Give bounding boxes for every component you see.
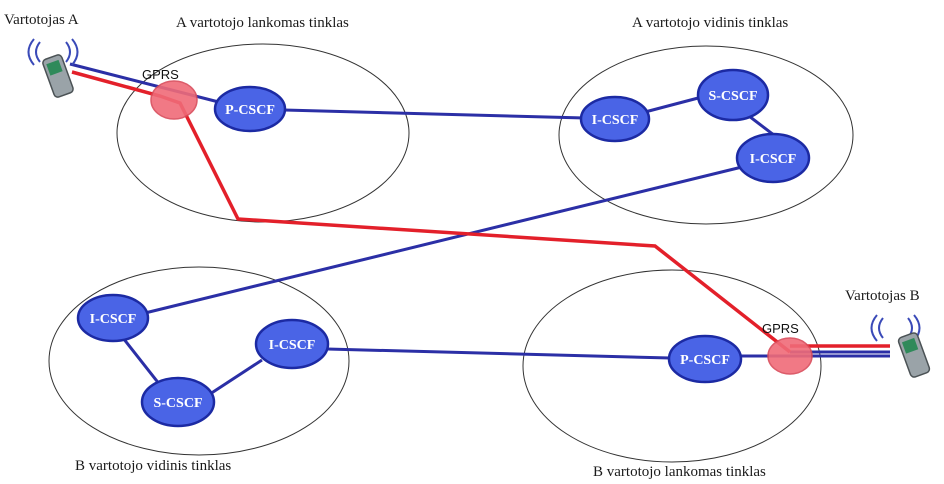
node-a-pcscf: P-CSCF bbox=[213, 85, 287, 133]
link-b-scscf-to-b-icscf2 bbox=[209, 358, 263, 396]
gprs-a-label: GPRS bbox=[142, 67, 179, 82]
signaling-links bbox=[69, 62, 890, 396]
link-a-pcscf-to-a-icscf bbox=[283, 108, 586, 120]
gprs-b-label: GPRS bbox=[762, 321, 799, 336]
media-path bbox=[71, 70, 792, 354]
node-a-scscf: S-CSCF bbox=[696, 68, 770, 122]
label-user-a: Vartotojas A bbox=[4, 12, 79, 28]
node-b-scscf-label: S-CSCF bbox=[153, 396, 202, 411]
link-b-icscf-to-b-scscf bbox=[121, 337, 162, 386]
gprs-b-node bbox=[767, 337, 813, 375]
node-a-scscf-label: S-CSCF bbox=[708, 89, 757, 104]
node-a-icscf-1-label: I-CSCF bbox=[592, 113, 639, 128]
node-b-pcscf: P-CSCF bbox=[667, 334, 743, 384]
network-b-visited bbox=[522, 269, 822, 463]
link-b-icscf2-to-b-pcscf bbox=[326, 347, 671, 360]
node-b-pcscf-label: P-CSCF bbox=[680, 353, 730, 368]
phone-b-icon bbox=[870, 314, 931, 378]
label-user-b: Vartotojas B bbox=[845, 288, 920, 304]
label-b-home: B vartotojo vidinis tinklas bbox=[75, 458, 231, 474]
label-a-home: A vartotojo vidinis tinklas bbox=[632, 15, 788, 31]
node-b-icscf-1: I-CSCF bbox=[76, 293, 150, 343]
gprs-a: GPRS bbox=[142, 67, 198, 120]
link-a-icscf-to-a-scscf bbox=[644, 95, 703, 114]
node-b-scscf: S-CSCF bbox=[140, 376, 216, 428]
node-a-pcscf-label: P-CSCF bbox=[225, 103, 275, 118]
link-a-icscf2-to-b-icscf bbox=[144, 165, 743, 315]
node-a-icscf-2: I-CSCF bbox=[735, 132, 811, 184]
phone-a-icon bbox=[27, 38, 79, 98]
network-a-home bbox=[558, 45, 854, 225]
node-a-icscf-2-label: I-CSCF bbox=[750, 152, 797, 167]
node-b-icscf-1-label: I-CSCF bbox=[90, 312, 137, 327]
gprs-a-node bbox=[150, 80, 198, 120]
node-a-icscf-1: I-CSCF bbox=[579, 95, 651, 143]
label-a-visited: A vartotojo lankomas tinklas bbox=[176, 15, 349, 31]
node-b-icscf-2: I-CSCF bbox=[254, 318, 330, 370]
network-b-home bbox=[48, 266, 350, 456]
label-b-visited: B vartotojo lankomas tinklas bbox=[593, 464, 766, 480]
node-b-icscf-2-label: I-CSCF bbox=[269, 338, 316, 353]
gprs-b: GPRS bbox=[762, 321, 813, 375]
